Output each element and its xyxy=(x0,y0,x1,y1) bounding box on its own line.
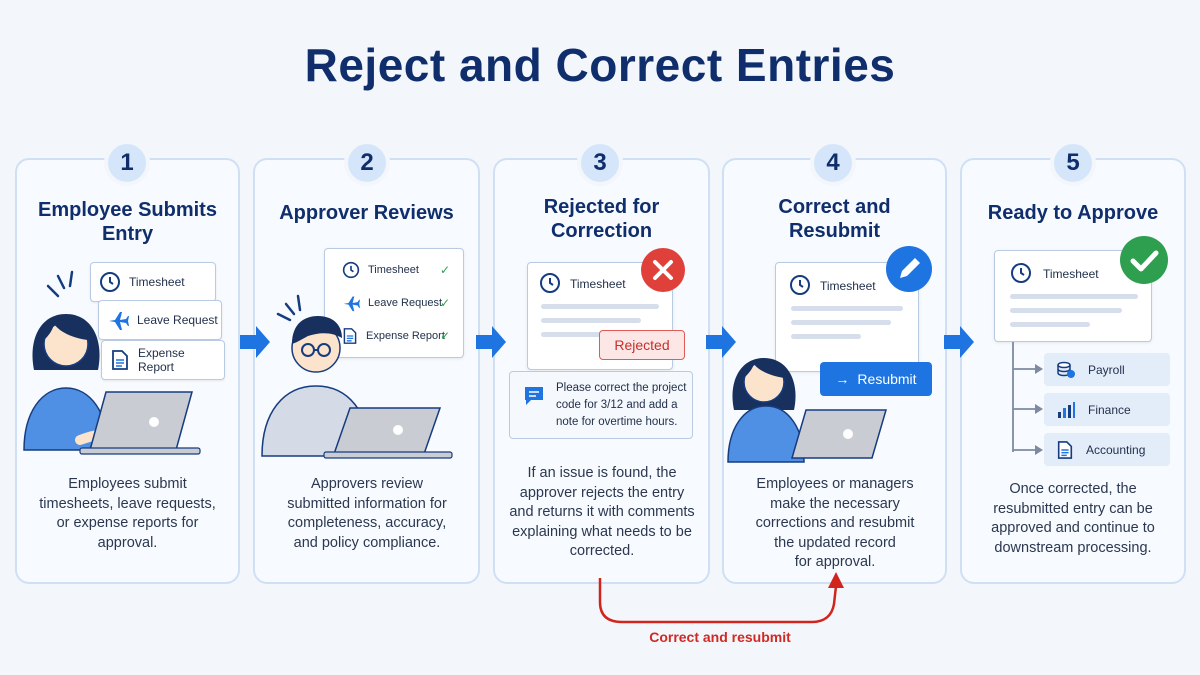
text-line xyxy=(1010,322,1090,327)
document-icon xyxy=(1057,440,1073,459)
review-item-expense-report: Expense Report ✓ xyxy=(334,324,456,348)
step-number-4: 4 xyxy=(810,140,856,186)
panel-title: Timesheet xyxy=(1043,267,1099,281)
downstream-connector xyxy=(1012,342,1043,455)
text-line xyxy=(1010,294,1138,299)
clock-icon xyxy=(1011,263,1031,283)
flow-arrow-1 xyxy=(240,326,270,358)
step-title-4: Correct and Resubmit xyxy=(778,196,891,242)
arrow-right-icon: → xyxy=(835,371,850,387)
employee-correcting-illustration xyxy=(727,358,887,463)
flow-arrow-2 xyxy=(476,326,506,358)
flow-arrow-4 xyxy=(944,326,974,358)
panel-title: Timesheet xyxy=(570,277,626,291)
clock-icon xyxy=(790,275,810,295)
review-item-leave-request: Leave Request ✓ xyxy=(334,291,456,315)
reject-x-icon xyxy=(641,248,685,292)
approved-check-icon xyxy=(1120,236,1168,284)
step-card-2 xyxy=(253,158,480,584)
step-title-5: Ready to Approve xyxy=(987,202,1159,224)
step-description-4: Employees or managers make the necessary… xyxy=(755,476,915,570)
comment-icon xyxy=(525,387,543,405)
step-number-3: 3 xyxy=(577,140,623,186)
correction-loop-label: Correct and resubmit xyxy=(649,629,791,645)
document-icon xyxy=(343,328,357,344)
doc-timesheet-1: Timesheet xyxy=(90,262,216,302)
airplane-icon xyxy=(343,296,360,312)
edit-pencil-icon xyxy=(886,246,932,292)
text-line xyxy=(1010,308,1122,313)
text-line xyxy=(791,334,861,339)
text-line xyxy=(791,320,891,325)
check-icon: ✓ xyxy=(439,329,450,343)
step-description-3: If an issue is found, the approver rejec… xyxy=(509,465,695,559)
step-description-5: Once corrected, the resubmitted entry ca… xyxy=(991,481,1155,556)
step-title-3: Rejected for Correction xyxy=(543,196,660,242)
review-item-timesheet: Timesheet ✓ xyxy=(334,258,456,282)
employee-at-laptop-illustration xyxy=(23,270,201,455)
step-number-5: 5 xyxy=(1050,140,1096,186)
text-line xyxy=(541,318,641,323)
step-description-1: Employees submit timesheets, leave reque… xyxy=(39,476,216,551)
resubmit-button[interactable]: → Resubmit xyxy=(820,362,932,396)
check-icon: ✓ xyxy=(439,263,450,277)
check-icon: ✓ xyxy=(439,296,450,310)
text-line xyxy=(541,304,659,309)
text-line xyxy=(791,306,903,311)
step-number-1: 1 xyxy=(104,140,150,186)
clock-icon xyxy=(342,261,360,279)
flow-arrow-3 xyxy=(706,326,736,358)
airplane-icon xyxy=(109,312,129,330)
approver-at-laptop-illustration xyxy=(261,294,453,459)
coins-icon xyxy=(1057,361,1075,378)
destination-finance: Finance xyxy=(1044,393,1170,426)
rejection-comment: Please correct the project code for 3/12… xyxy=(509,371,693,439)
destination-payroll: Payroll xyxy=(1044,353,1170,386)
correction-loop-arrow xyxy=(598,572,844,624)
step-title-2: Approver Reviews xyxy=(279,202,454,224)
destination-accounting: Accounting xyxy=(1044,433,1170,466)
rejected-status-badge: Rejected xyxy=(599,330,685,360)
doc-expense-report-1: Expense Report xyxy=(101,340,225,380)
doc-leave-request-1: Leave Request xyxy=(98,300,222,340)
step-number-2: 2 xyxy=(344,140,390,186)
page-title: Reject and Correct Entries xyxy=(304,39,896,91)
bar-chart-icon xyxy=(1058,401,1075,418)
step-description-2: Approvers review submitted information f… xyxy=(287,476,447,551)
panel-title: Timesheet xyxy=(820,279,876,293)
document-icon xyxy=(112,350,128,370)
text-line xyxy=(541,332,611,337)
clock-icon xyxy=(540,273,560,293)
clock-icon xyxy=(100,272,120,292)
step-title-1: Employee Submits Entry xyxy=(38,199,217,245)
